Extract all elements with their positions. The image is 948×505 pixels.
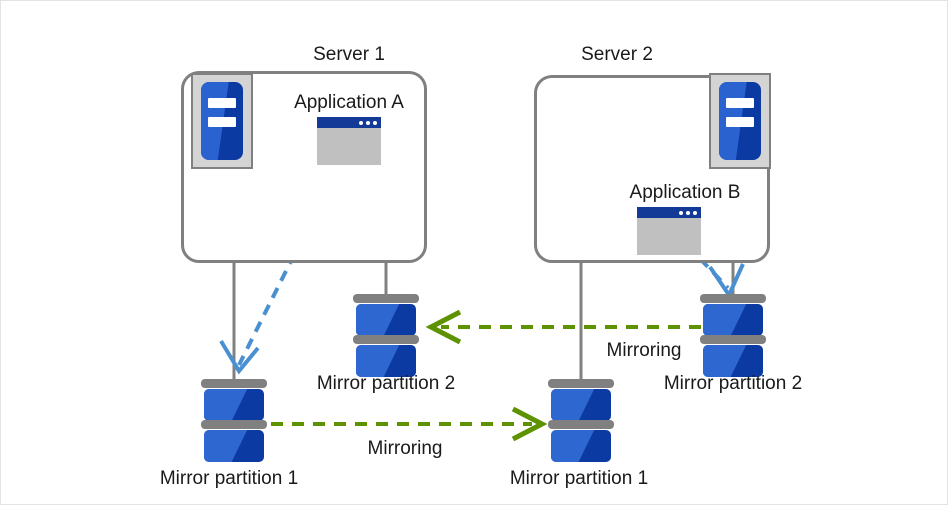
label-s2-mirror-partition-1: Mirror partition 1	[509, 468, 649, 489]
label-s1-mirror-partition-1: Mirror partition 1	[159, 468, 299, 489]
application-b-label: Application B	[629, 182, 741, 203]
disk-icon-s1-mirror-partition-1	[201, 379, 267, 465]
app-a-access-arrow	[219, 168, 339, 375]
mirroring-arrow-upper	[425, 309, 701, 345]
disk-icon-s2-mirror-partition-2	[700, 294, 766, 380]
disk-icon-s1-mirror-partition-2	[353, 294, 419, 380]
server-2-title: Server 2	[581, 44, 653, 65]
server-2-tower-icon	[709, 73, 771, 169]
server-1-tower-icon	[191, 73, 253, 169]
label-s2-mirror-partition-2: Mirror partition 2	[663, 373, 803, 394]
mirroring-label-lower: Mirroring	[367, 438, 443, 459]
mirroring-label-upper: Mirroring	[606, 340, 682, 361]
disk-icon-s2-mirror-partition-1	[548, 379, 614, 465]
mirroring-arrow-lower	[271, 406, 548, 442]
application-a-window-icon	[317, 117, 381, 165]
label-s1-mirror-partition-2: Mirror partition 2	[316, 373, 456, 394]
application-a-label: Application A	[294, 92, 404, 113]
application-b-window-icon	[637, 207, 701, 255]
server-1-title: Server 1	[313, 44, 385, 65]
